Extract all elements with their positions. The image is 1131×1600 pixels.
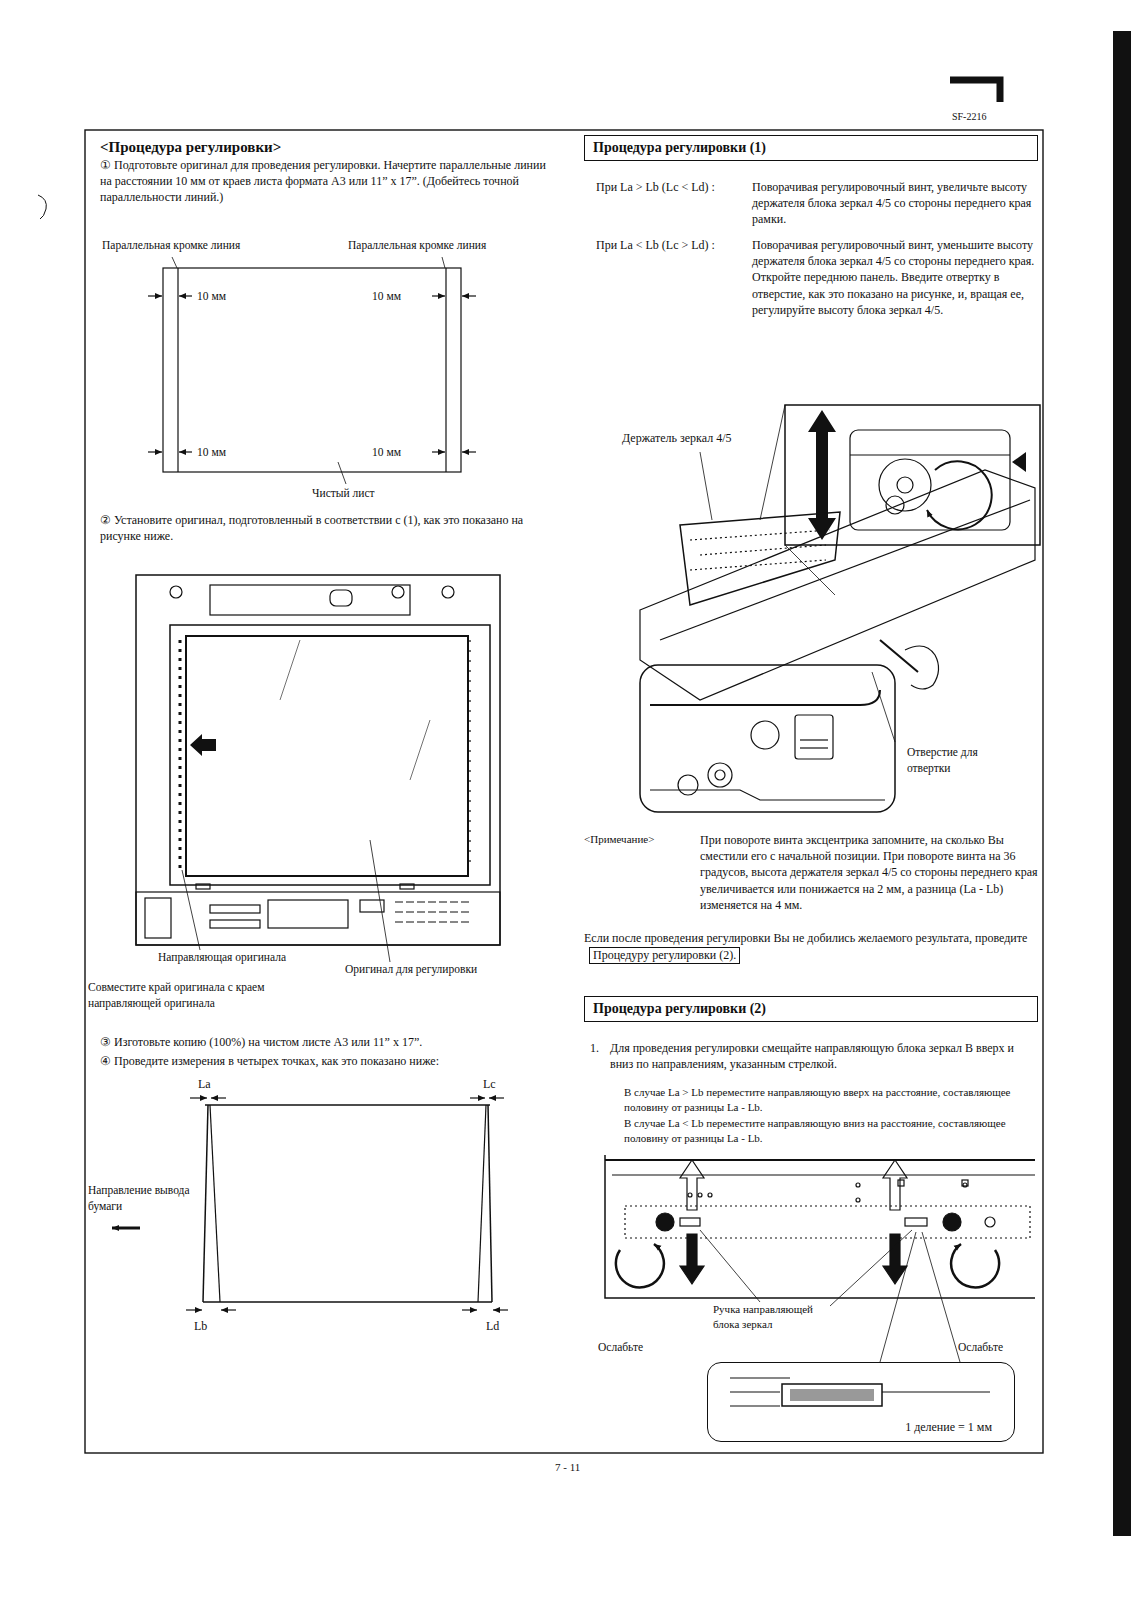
part-label: Ручка направляющей блока зеркал	[713, 1302, 838, 1332]
page-number: 7 - 11	[555, 1460, 580, 1475]
measure-point: Ld	[486, 1318, 499, 1334]
part-label: Отверстие для отвертки	[907, 745, 1007, 776]
step-text: ④ Проведите измерения в четырех точках, …	[100, 1053, 560, 1069]
measure-point: Lb	[194, 1318, 207, 1334]
part-label: Чистый лист	[312, 486, 375, 502]
note-heading: <Примечание>	[584, 832, 654, 847]
box-text: Процедура регулировки (2)	[593, 1001, 766, 1016]
part-label: Держатель зеркал 4/5	[622, 430, 731, 446]
part-label: Ослабьте	[958, 1340, 1003, 1356]
dimension: 10 мм	[197, 445, 226, 461]
part-label: Направление вывода бумаги	[88, 1183, 200, 1214]
part-label: Оригинал для регулировки	[345, 962, 477, 978]
condition-text: При La > Lb (Lc < Ld) :	[596, 179, 746, 195]
part-label: Направляющая оригинала	[158, 950, 286, 966]
step-text: Для проведения регулировки смещайте напр…	[610, 1040, 1038, 1072]
condition-text: При La < Lb (Lc > Ld) :	[596, 237, 746, 253]
step-text: ③ Изготовьте копию (100%) на чистом лист…	[100, 1034, 560, 1050]
dimension: 10 мм	[197, 289, 226, 305]
bullet-text: В случае La < Lb переместите направляющу…	[624, 1116, 1036, 1146]
detail-inset: 1 деление = 1 мм	[707, 1362, 1015, 1442]
dimension: 10 мм	[372, 289, 401, 305]
dimension: 10 мм	[372, 445, 401, 461]
bullet-text: В случае La > Lb переместите направляющу…	[624, 1085, 1036, 1115]
note-text: При повороте винта эксцентрика запомните…	[700, 832, 1038, 913]
box-text: Процедуру регулировки (2).	[593, 948, 736, 962]
note-text: Совместите край оригинала с краем направ…	[88, 980, 333, 1011]
section-heading-box: Процедура регулировки (2)	[584, 996, 1038, 1022]
measure-point: Lc	[483, 1076, 496, 1092]
document-code: SF-2216	[952, 110, 986, 124]
section-heading: <Процедура регулировки>	[100, 137, 281, 157]
measure-point: La	[198, 1076, 211, 1092]
step-text: ① Подготовьте оригинал для проведения ре…	[100, 157, 550, 206]
step-text: ② Установите оригинал, подготовленный в …	[100, 512, 550, 544]
step-text: Поворачивая регулировочный винт, уменьши…	[752, 237, 1037, 318]
step-number: 1.	[590, 1040, 599, 1056]
part-label: Параллельная кромке линия	[348, 238, 486, 254]
box-text: 1 деление = 1 мм	[905, 1420, 992, 1435]
reference-box: Процедуру регулировки (2).	[589, 947, 740, 965]
part-label: Параллельная кромке линия	[102, 238, 240, 254]
part-label: Ослабьте	[598, 1340, 643, 1356]
box-text: Процедура регулировки (1)	[593, 140, 766, 155]
section-heading-box: Процедура регулировки (1)	[584, 135, 1038, 161]
step-text: Поворачивая регулировочный винт, увеличь…	[752, 179, 1037, 228]
paragraph: Если после проведения регулировки Вы не …	[584, 930, 1039, 964]
body-text: Если после проведения регулировки Вы не …	[584, 931, 1027, 945]
